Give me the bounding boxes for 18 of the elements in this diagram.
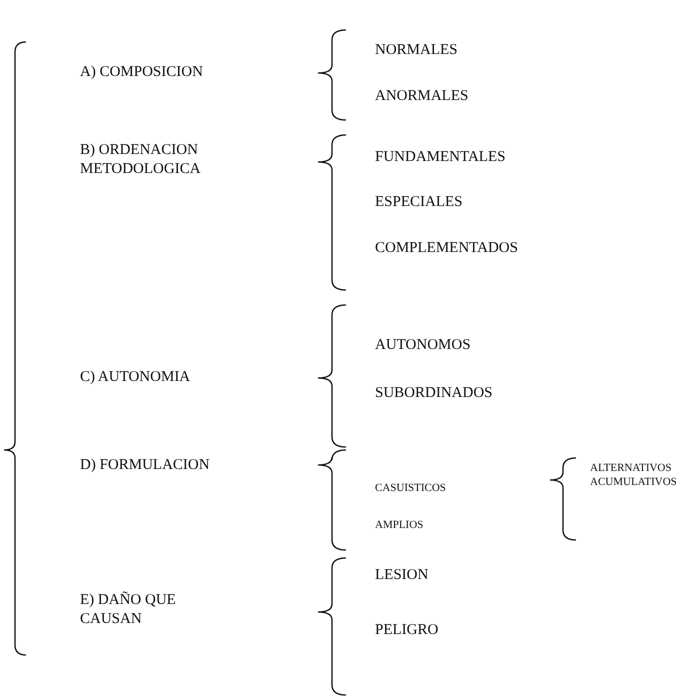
- item-label: CASUISTICOS: [375, 481, 446, 495]
- item-label: PELIGRO: [375, 621, 438, 640]
- category-label: A) COMPOSICION: [80, 63, 203, 82]
- item-label: AMPLIOS: [375, 518, 424, 532]
- category-label: C) AUTONOMIA: [80, 368, 190, 387]
- item-label: ANORMALES: [375, 87, 468, 106]
- item-label: NORMALES: [375, 41, 458, 60]
- item-label: AUTONOMOS: [375, 336, 471, 355]
- item-label: ESPECIALES: [375, 193, 463, 212]
- category-label: E) DAÑO QUE CAUSAN: [80, 591, 200, 629]
- item-label: LESION: [375, 566, 428, 585]
- item-label: COMPLEMENTADOS: [375, 239, 518, 258]
- category-label: B) ORDENACION METODOLOGICA: [80, 141, 230, 179]
- item-label: ALTERNATIVOS: [590, 461, 672, 475]
- item-label: SUBORDINADOS: [375, 384, 493, 403]
- item-label: FUNDAMENTALES: [375, 148, 506, 167]
- item-label: ACUMULATIVOS: [590, 475, 676, 489]
- category-label: D) FORMULACION: [80, 456, 210, 475]
